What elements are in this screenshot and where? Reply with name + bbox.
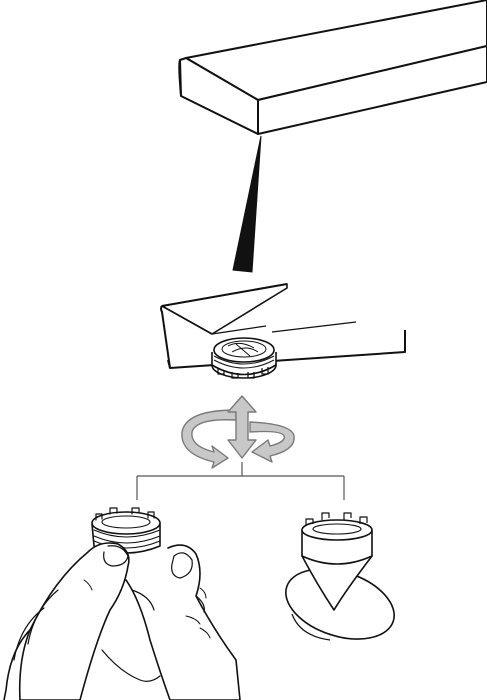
device-corner-zoom [160,283,406,369]
foot-ring-mounted [211,337,277,379]
device-overview [178,0,487,135]
rotate-adjust-arrows [181,395,295,469]
option-connectors [136,462,345,500]
zoom-pointer [232,135,262,273]
spike-foot-on-pad [285,512,395,641]
hand-screwing-ring [3,507,241,700]
